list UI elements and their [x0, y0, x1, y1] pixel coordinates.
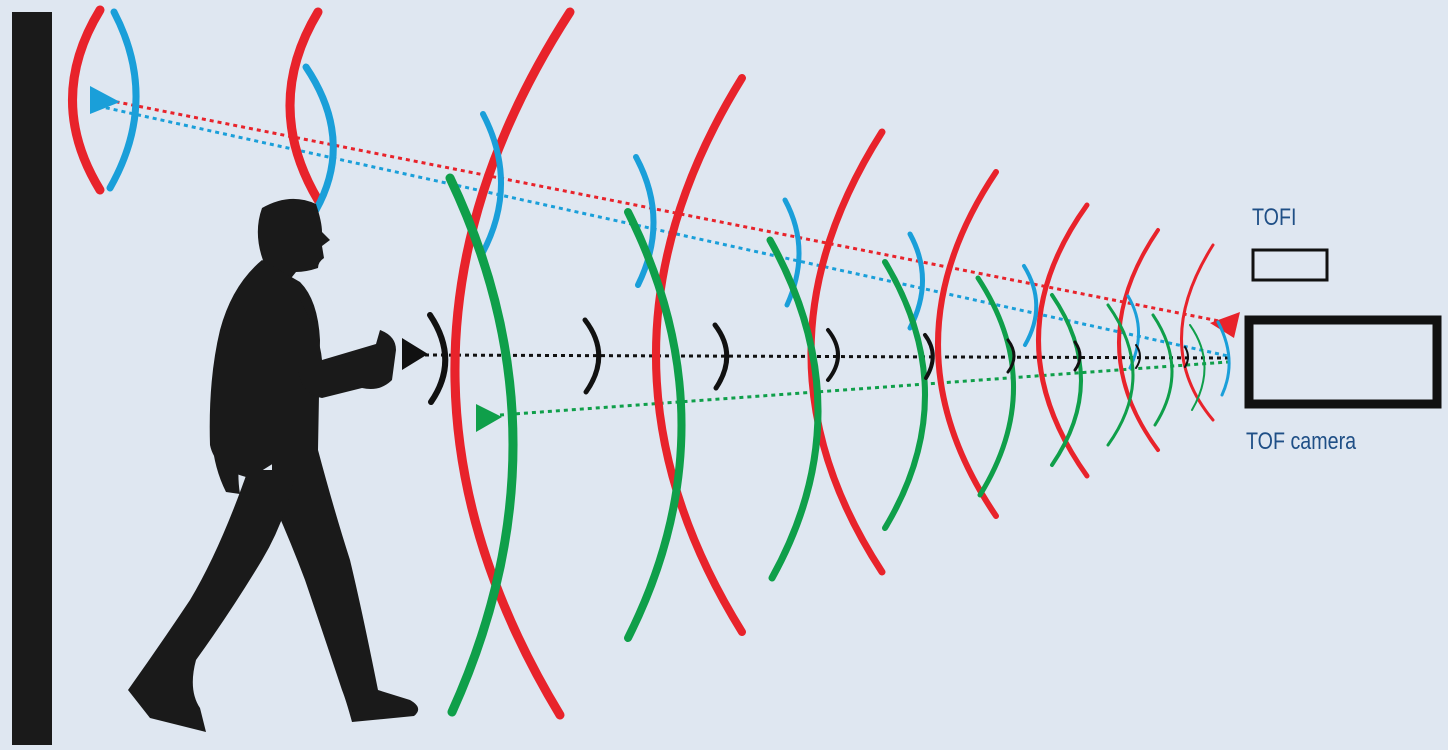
red-wave	[1182, 245, 1214, 420]
tof-camera-label: TOF camera	[1246, 428, 1356, 456]
green-wave	[1153, 315, 1172, 425]
tofi-label: TOFI	[1252, 204, 1296, 232]
red-wave	[1039, 205, 1088, 476]
walking-man-silhouette	[128, 199, 418, 732]
red-wave	[455, 12, 570, 715]
green-wave	[770, 240, 818, 578]
black-arrowhead	[402, 338, 428, 370]
black-wave	[430, 315, 445, 402]
red-wave	[290, 12, 318, 200]
red-wave	[938, 172, 996, 516]
tof-camera-box	[1249, 320, 1437, 404]
green-arrowhead	[476, 404, 502, 432]
green-path	[500, 362, 1228, 415]
blue-wave	[1024, 266, 1036, 345]
green-wave	[628, 212, 682, 638]
green-wave	[978, 278, 1014, 495]
wall	[12, 12, 52, 745]
tofi-sensor-box	[1253, 250, 1327, 280]
black-wave	[828, 330, 838, 380]
green-wave	[1052, 295, 1081, 465]
red-wave	[811, 132, 882, 572]
green-wave	[1190, 325, 1205, 410]
black-path	[425, 355, 1228, 358]
